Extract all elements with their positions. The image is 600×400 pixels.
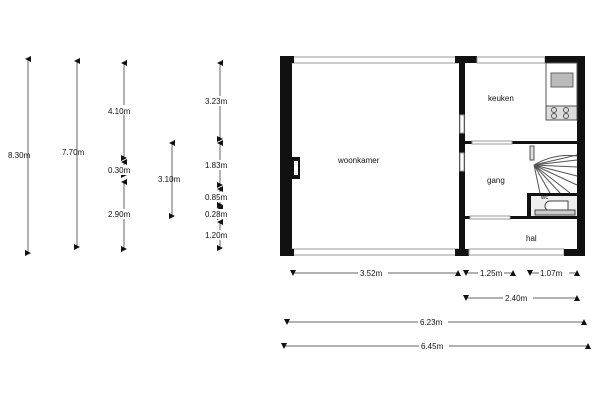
plan-shape xyxy=(203,192,239,202)
dim-label: 3.10m xyxy=(158,175,181,184)
dim-label: 4.10m xyxy=(108,107,131,116)
dim-label: 3.52m xyxy=(360,269,383,278)
plan-shape xyxy=(468,248,565,256)
plan-shape xyxy=(503,293,533,303)
plan-shape xyxy=(291,248,460,256)
plan-shape xyxy=(459,114,465,134)
stove-icon xyxy=(545,105,578,121)
dim-label: 1.20m xyxy=(205,231,228,240)
plan-shape xyxy=(529,145,535,161)
plan-shape xyxy=(476,56,546,64)
room-label-wc: wc xyxy=(540,195,548,201)
plan-shape xyxy=(471,140,513,145)
stairs-icon xyxy=(529,145,578,194)
plan-shape xyxy=(280,56,292,256)
toilet-icon xyxy=(531,196,577,216)
plan-shape xyxy=(106,209,142,219)
plan-shape xyxy=(563,113,569,119)
plan-shape xyxy=(459,152,465,172)
room-label-gang: gang xyxy=(487,176,505,185)
dim-label: 7.70m xyxy=(62,148,85,157)
plan-shape xyxy=(294,161,298,175)
sink-icon xyxy=(550,72,574,88)
plan-shape xyxy=(551,113,557,119)
plan-shape xyxy=(527,193,531,219)
dim-label: 8.30m xyxy=(8,151,31,160)
plan-shape xyxy=(465,141,577,144)
plan-shape xyxy=(203,96,239,106)
plan-shape xyxy=(203,230,239,240)
plan-shape xyxy=(564,249,585,256)
plan-shape xyxy=(358,268,388,278)
plan-shape xyxy=(419,341,449,351)
dim-label: 3.23m xyxy=(205,97,228,106)
plan-shape xyxy=(478,268,504,278)
plan-shape xyxy=(106,165,142,175)
room-label-keuken: keuken xyxy=(488,94,514,103)
plan-shape xyxy=(465,216,577,219)
plan-shape xyxy=(533,154,578,166)
plan-shape xyxy=(280,249,294,256)
dim-label: 2.40m xyxy=(505,294,528,303)
dim-label: 6.23m xyxy=(420,318,443,327)
plan-shape xyxy=(534,209,576,216)
dim-label: 0.28m xyxy=(205,210,228,219)
plan-shape xyxy=(539,268,569,278)
plan-shape xyxy=(551,107,557,113)
plan-shape xyxy=(106,105,142,115)
dim-label: 0.30m xyxy=(108,166,131,175)
kitchen-counter xyxy=(545,62,578,121)
dim-label: 0.85m xyxy=(205,193,228,202)
plan-shape xyxy=(527,193,577,196)
vertical-dimensions: 8.30m 7.70m 4.10m 0.30m 2.90m 3.10m 3.23… xyxy=(8,56,239,256)
dim-label: 1.83m xyxy=(205,161,228,170)
dim-label: 1.25m xyxy=(480,269,503,278)
plan-shape xyxy=(203,209,239,219)
plan-shape xyxy=(563,107,569,113)
plan-shape xyxy=(577,56,585,256)
plan-shape xyxy=(533,154,578,194)
room-label-woonkamer: woonkamer xyxy=(337,156,380,165)
plan-shape xyxy=(203,160,239,170)
dim-label: 6.45m xyxy=(421,342,444,351)
plan-shape xyxy=(545,56,585,63)
plan-shape xyxy=(418,317,448,327)
plan-shape xyxy=(455,56,477,63)
horizontal-dimensions: 3.52m 1.25m 1.07m 2.40m 6.23m 6.45m xyxy=(281,268,591,351)
dim-label: 1.07m xyxy=(540,269,563,278)
plan-shape xyxy=(291,56,460,64)
plan-shape xyxy=(469,215,511,220)
plan-shape xyxy=(280,56,294,63)
walls xyxy=(280,56,585,256)
dim-label: 2.90m xyxy=(108,210,131,219)
room-label-hal: hal xyxy=(526,234,537,243)
